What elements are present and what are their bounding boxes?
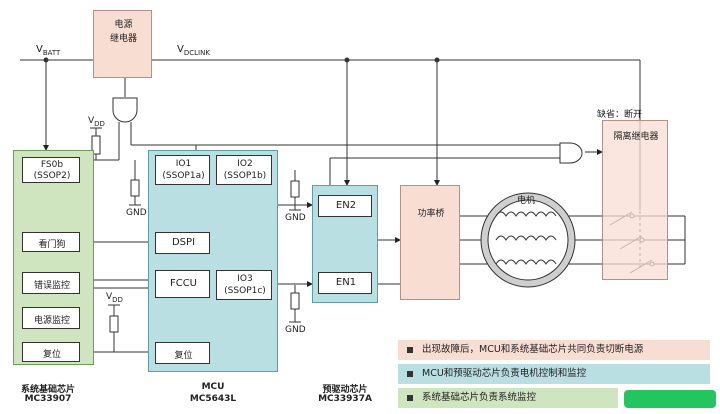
en2-label: EN2 [335, 200, 357, 211]
io2-block: IO2 (SSOP1b) [216, 155, 272, 185]
sbc-caption-2: MC33907 [24, 394, 72, 404]
motor-label: 电机 [517, 196, 536, 206]
gnd-label-3: GND [285, 325, 306, 335]
sbc-reset-label: 复位 [42, 350, 61, 360]
fccu-block: FCCU [155, 270, 210, 298]
fs0b-block: FS0b (SSOP2) [22, 157, 80, 183]
and-gate-1 [112, 97, 138, 123]
vdd-label-1: VDD [88, 116, 105, 128]
mcu-caption-1: MCU [201, 382, 225, 392]
motor-inner [487, 199, 569, 281]
predriver-caption-2: MC33937A [318, 394, 372, 404]
predriver-caption-1: 预驱动芯片 [322, 385, 368, 395]
gnd-label-1: GND [126, 208, 147, 218]
fs0b-label: FS0b [40, 160, 64, 170]
legend-item-1: 出现故障后，MCU和系统基础芯片共同负责切断电源 [398, 340, 710, 360]
ssop2-label: (SSOP2) [33, 171, 71, 181]
io1-block: IO1 (SSOP1a) [155, 155, 210, 185]
isolation-relay-label: 隔离继电器 [613, 132, 659, 142]
mcu [148, 150, 278, 372]
ssop1b-label: (SSOP1b) [223, 171, 267, 181]
power-monitor-block: 电源监控 [22, 307, 80, 329]
mcu-reset-block: 复位 [155, 342, 210, 364]
watchdog-block: 看门狗 [22, 232, 80, 252]
system-basis-chip [13, 150, 94, 365]
io2-label: IO2 [237, 159, 253, 169]
error-monitor-label: 错误监控 [33, 281, 70, 291]
ssop1a-label: (SSOP1a) [162, 171, 205, 181]
vdd-label-2: VDD [106, 292, 123, 304]
dspi-block: DSPI [155, 232, 210, 254]
power-relay-label-2: 继电器 [109, 34, 137, 44]
and-gate-2 [559, 142, 583, 164]
fccu-label: FCCU [169, 278, 198, 289]
mcu-reset-label: 复位 [174, 351, 193, 361]
power-bridge: 功率桥 [400, 185, 460, 300]
error-monitor-block: 错误监控 [22, 272, 80, 294]
default-open-label: 缺省：断开 [597, 110, 643, 120]
watchdog-label: 看门狗 [38, 240, 66, 250]
vdclink-label: VDCLINK [177, 44, 210, 57]
legend-item-3: 系统基础芯片负责系统监控 [398, 388, 618, 408]
legend-item-2: MCU和预驱动芯片负责电机控制和监控 [398, 364, 710, 384]
power-relay-label-1: 电源 [114, 20, 133, 30]
power-bridge-label: 功率桥 [417, 209, 445, 219]
watermark-badge [624, 390, 716, 408]
io3-label: IO3 [237, 274, 253, 284]
power-monitor-label: 电源监控 [33, 316, 70, 326]
sbc-caption-1: 系统基础芯片 [20, 385, 75, 395]
power-relay: 电源 继电器 [93, 10, 152, 78]
en2-block: EN2 [318, 195, 372, 217]
io3-block: IO3 (SSOP1c) [216, 270, 272, 300]
vbatt-label: VBATT [36, 44, 61, 57]
isolation-relay: 隔离继电器 [602, 120, 668, 280]
mcu-caption-2: MC5643L [189, 394, 237, 404]
ssop1c-label: (SSOP1c) [224, 286, 266, 296]
sbc-reset-block: 复位 [22, 342, 80, 362]
en1-block: EN1 [318, 272, 372, 294]
dspi-label: DSPI [171, 237, 196, 248]
en1-label: EN1 [335, 277, 357, 288]
io1-label: IO1 [175, 159, 192, 169]
gnd-label-2: GND [285, 213, 306, 223]
